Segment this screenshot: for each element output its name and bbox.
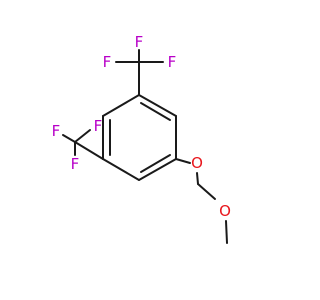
- c-o-bond: [197, 183, 216, 200]
- atom-label-fluorine: F: [168, 53, 177, 71]
- atom-label-layer: F F F F F F O O: [52, 33, 231, 220]
- c-f-bond: [74, 129, 91, 143]
- atom-label-oxygen: O: [191, 154, 203, 172]
- atom-label-fluorine: F: [135, 33, 144, 51]
- c-c-bond: [74, 141, 104, 160]
- o-c-bond: [225, 220, 228, 244]
- atom-label-oxygen: O: [219, 202, 231, 220]
- atom-label-fluorine: F: [103, 53, 112, 71]
- atom-label-fluorine: F: [71, 155, 80, 173]
- o-c-bond: [196, 172, 199, 185]
- atom-label-fluorine: F: [94, 117, 103, 135]
- c-f-bond: [62, 134, 76, 143]
- bond-layer: [62, 49, 228, 244]
- ring-bond: [138, 94, 177, 117]
- c-o-bond: [175, 158, 191, 164]
- ring-bond: [102, 158, 140, 181]
- ring-double-bond: [140, 102, 171, 121]
- ring-bond: [138, 158, 177, 181]
- molecule-diagram: F F F F F F O O: [52, 33, 231, 244]
- ring-double-bond: [140, 154, 171, 173]
- atom-label-fluorine: F: [52, 122, 61, 140]
- ring-bond: [102, 94, 140, 117]
